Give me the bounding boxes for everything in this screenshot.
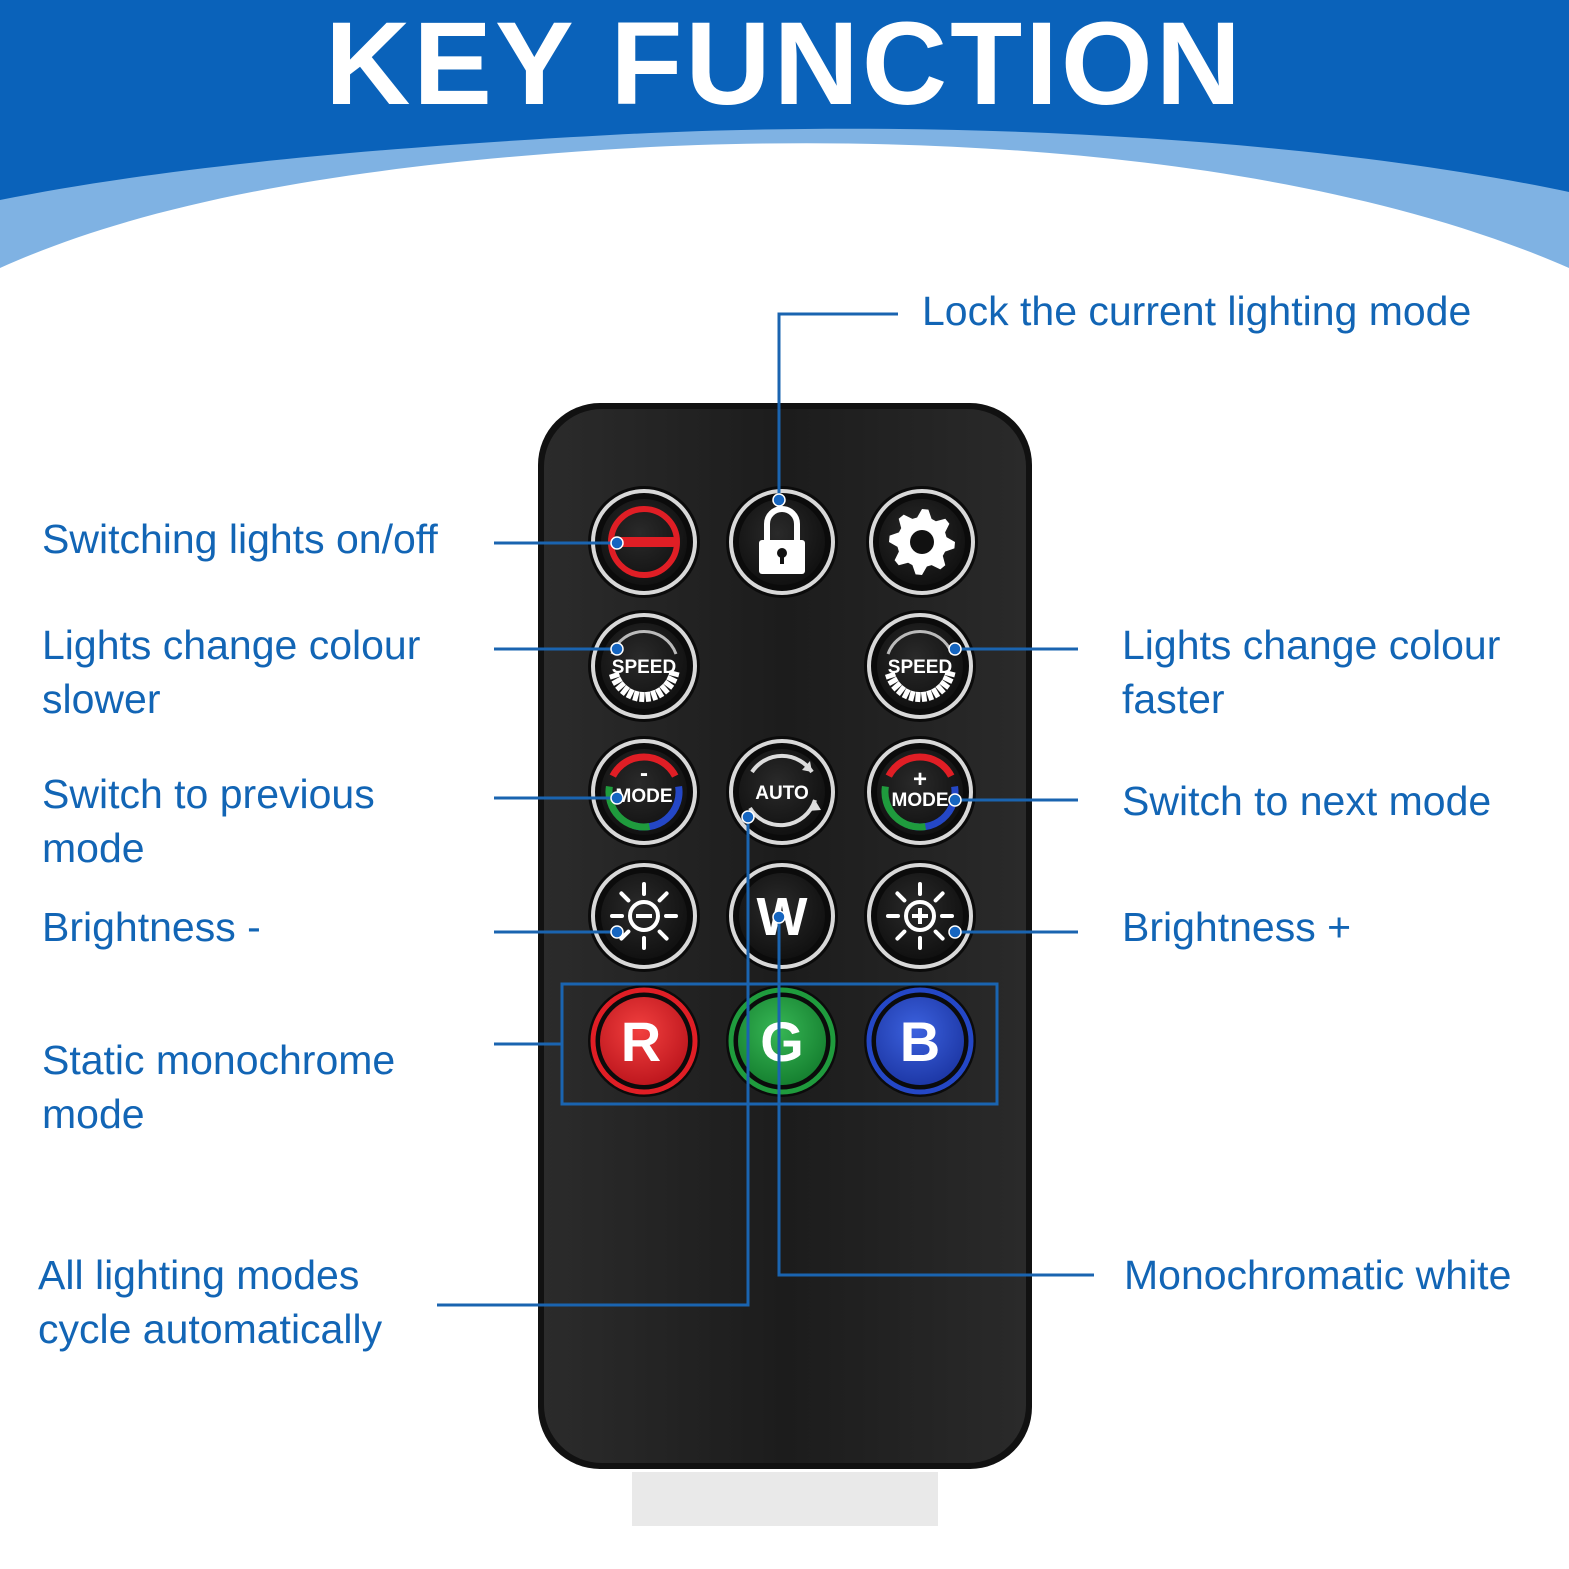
speed-slower-label: SPEED xyxy=(612,657,676,678)
label-auto-cycle: All lighting modes cycle automatically xyxy=(38,1248,382,1356)
speed-ring-icon xyxy=(885,629,956,703)
blue-button[interactable]: B xyxy=(864,985,976,1097)
red-button[interactable]: R xyxy=(588,985,700,1097)
brightness-down-icon xyxy=(610,882,678,950)
header-band-dark xyxy=(0,0,1569,200)
brightness-up-button[interactable] xyxy=(864,860,976,972)
label-lock-mode: Lock the current lighting mode xyxy=(922,288,1472,334)
label-faster: Lights change colour faster xyxy=(1122,618,1500,726)
label-brightness-up: Brightness + xyxy=(1122,904,1352,950)
speed-faster-button[interactable]: SPEED xyxy=(864,610,976,722)
page-title: KEY FUNCTION xyxy=(325,0,1244,130)
gear-icon xyxy=(889,509,955,575)
label-auto-line1: All lighting modes xyxy=(38,1252,360,1298)
label-mono-white: Monochromatic white xyxy=(1124,1252,1512,1298)
label-previous-line1: Switch to previous xyxy=(42,771,375,817)
mode-plus-sign: + xyxy=(913,766,927,793)
mode-previous-button[interactable]: - MODE xyxy=(588,736,700,848)
label-brightness-down: Brightness - xyxy=(42,904,261,950)
red-label: R xyxy=(621,1010,661,1073)
leader-lines xyxy=(437,312,1094,1307)
leader-dots xyxy=(610,493,962,939)
leader-lock xyxy=(777,312,898,500)
label-on-off: Switching lights on/off xyxy=(42,516,438,562)
brightness-down-button[interactable] xyxy=(588,860,700,972)
label-faster-line1: Lights change colour xyxy=(1122,622,1501,668)
label-auto-line2: cycle automatically xyxy=(38,1306,383,1352)
speed-slower-button[interactable]: SPEED xyxy=(588,610,700,722)
label-static-line2: mode xyxy=(42,1091,145,1137)
settings-button[interactable] xyxy=(866,486,978,598)
brightness-up-icon xyxy=(886,882,954,950)
label-static-mode: Static monochrome mode xyxy=(42,1033,395,1141)
mode-previous-label: MODE xyxy=(616,786,673,807)
green-button[interactable]: G xyxy=(726,985,838,1097)
label-slower-line2: slower xyxy=(42,676,161,722)
leader-auto xyxy=(437,817,750,1307)
lock-button[interactable] xyxy=(726,486,838,598)
label-next-mode: Switch to next mode xyxy=(1122,778,1492,824)
lock-icon xyxy=(759,506,805,574)
label-previous-mode: Switch to previous mode xyxy=(42,767,375,875)
label-static-line1: Static monochrome xyxy=(42,1037,396,1083)
label-faster-line2: faster xyxy=(1122,676,1225,722)
auto-button[interactable]: AUTO xyxy=(726,736,838,848)
auto-cycle-icon xyxy=(748,753,821,828)
mode-next-label: MODE xyxy=(892,790,949,811)
remote-stand xyxy=(632,1472,938,1526)
green-label: G xyxy=(760,1010,804,1073)
mode-next-button[interactable]: + MODE xyxy=(864,736,976,848)
speed-faster-label: SPEED xyxy=(888,657,952,678)
mode-minus-sign: - xyxy=(640,760,648,787)
header-band xyxy=(0,0,1569,268)
auto-label: AUTO xyxy=(755,783,808,804)
label-slower-line1: Lights change colour xyxy=(42,622,421,668)
rgb-ring-icon xyxy=(605,753,683,831)
label-slower: Lights change colour slower xyxy=(42,618,420,726)
blue-label: B xyxy=(900,1010,940,1073)
label-previous-line2: mode xyxy=(42,825,145,871)
leader-white xyxy=(777,917,1094,1277)
